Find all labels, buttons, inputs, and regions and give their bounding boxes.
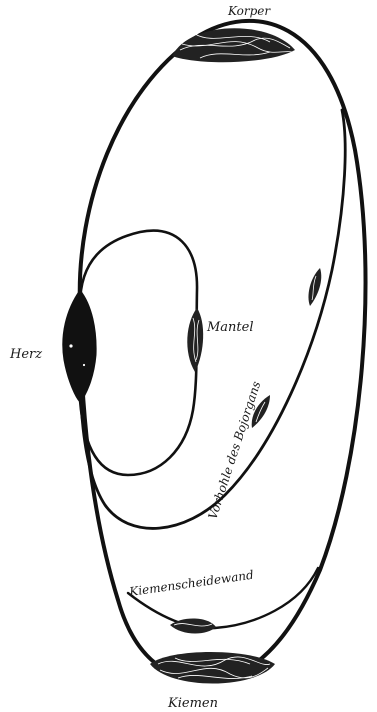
gill-capillary-network (150, 652, 275, 684)
body-capillary-network (172, 28, 295, 62)
heart-shape (63, 290, 96, 402)
heart-highlight-2 (83, 364, 85, 366)
label-heart: Herz (9, 347, 42, 362)
label-gill-septum: Kiemenscheidewand (127, 568, 254, 599)
vestibule-capillary-upper (308, 268, 321, 306)
label-body: Korper (227, 4, 271, 18)
label-gill-vestibule: Vorhohle des Bojorgans (206, 379, 264, 520)
mantle-vessel-loop (80, 231, 197, 475)
label-gills: Kiemen (167, 696, 218, 711)
heart-highlight-1 (69, 344, 72, 347)
label-mantle: Mantel (206, 320, 254, 335)
mantle-capillary (187, 308, 203, 372)
